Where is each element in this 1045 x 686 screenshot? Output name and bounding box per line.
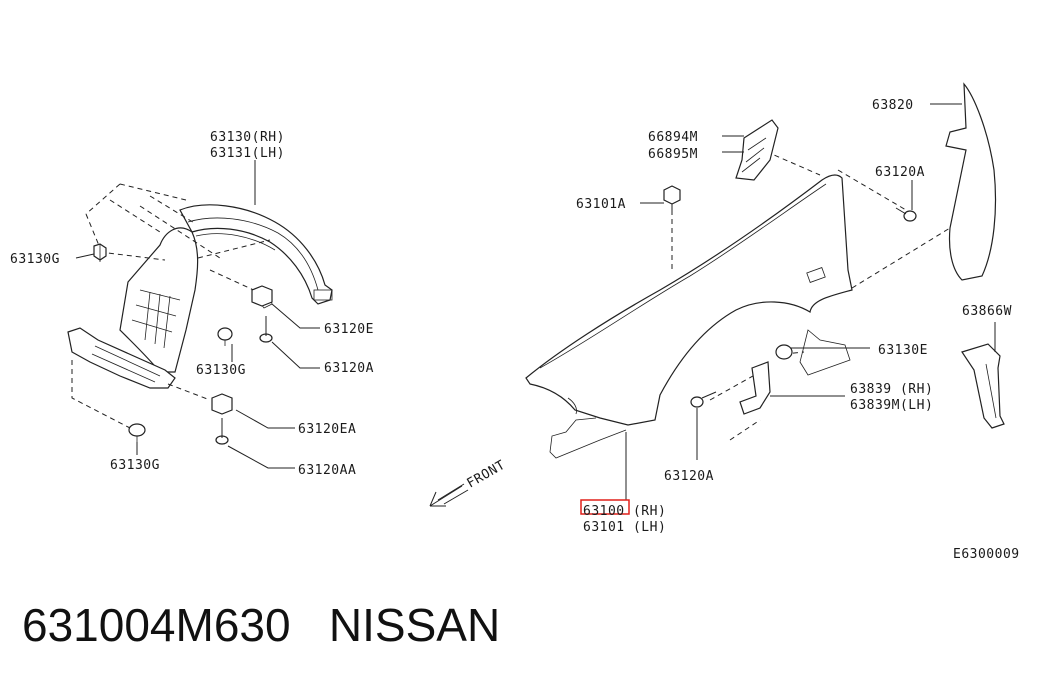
label-63120ea: 63120EA <box>298 422 356 437</box>
brand-name: NISSAN <box>328 599 501 651</box>
bolt-63101a <box>663 185 681 214</box>
label-63130e-right: 63130E <box>878 343 928 358</box>
label-63120a-left: 63120A <box>324 361 374 376</box>
screw-63120a-bottom <box>690 391 717 408</box>
fender-protector-drawing <box>67 183 333 429</box>
bracket-66894m <box>735 119 779 181</box>
label-63131lh: 63131(LH) <box>210 146 285 161</box>
label-63120aa: 63120AA <box>298 463 356 478</box>
label-63130rh: 63130(RH) <box>210 130 285 145</box>
part-caption: 631004M630 NISSAN <box>22 598 500 652</box>
part-highlight-box <box>580 499 630 515</box>
fender-panel-drawing <box>525 147 951 459</box>
part-number: 631004M630 <box>22 599 291 651</box>
label-63120a-top: 63120A <box>875 165 925 180</box>
fastener-63120ea <box>211 393 233 415</box>
screw-63120a-top <box>895 207 917 222</box>
splash-guard-63839 <box>739 361 771 415</box>
label-63101lh: 63101 (LH) <box>583 520 666 535</box>
seal-63820 <box>945 82 997 281</box>
label-63101a: 63101A <box>576 197 626 212</box>
bracket-63866w <box>961 343 1005 429</box>
fastener-screw-63120a-left <box>259 316 273 343</box>
leader-lines-left <box>75 160 320 469</box>
fastener-screw-63120aa <box>215 418 229 445</box>
label-front: FRONT <box>465 458 509 492</box>
fastener-clip-63130g-lower <box>128 423 146 442</box>
label-63130g-upper: 63130G <box>10 252 60 267</box>
label-66895m: 66895M <box>648 147 698 162</box>
fastener-clip-63130g-middle <box>217 327 233 346</box>
label-63120e-left: 63120E <box>324 322 374 337</box>
leader-lines-right <box>625 103 996 500</box>
label-66894m: 66894M <box>648 130 698 145</box>
label-63120a-bottom: 63120A <box>664 469 714 484</box>
front-direction-arrow <box>429 483 469 507</box>
diagram-code: E6300009 <box>953 547 1020 562</box>
label-63839rh: 63839 (RH) <box>850 382 933 397</box>
label-63130g-lower: 63130G <box>110 458 160 473</box>
fastener-63120e-left <box>251 285 273 307</box>
label-63839mlh: 63839M(LH) <box>850 398 933 413</box>
fastener-clip-63130g-upper <box>93 243 107 262</box>
label-63130g-middle: 63130G <box>196 363 246 378</box>
label-63100rh: 63100 (RH) <box>583 504 666 519</box>
label-63820: 63820 <box>872 98 914 113</box>
clip-63130e-right <box>775 344 800 360</box>
label-63866w: 63866W <box>962 304 1012 319</box>
